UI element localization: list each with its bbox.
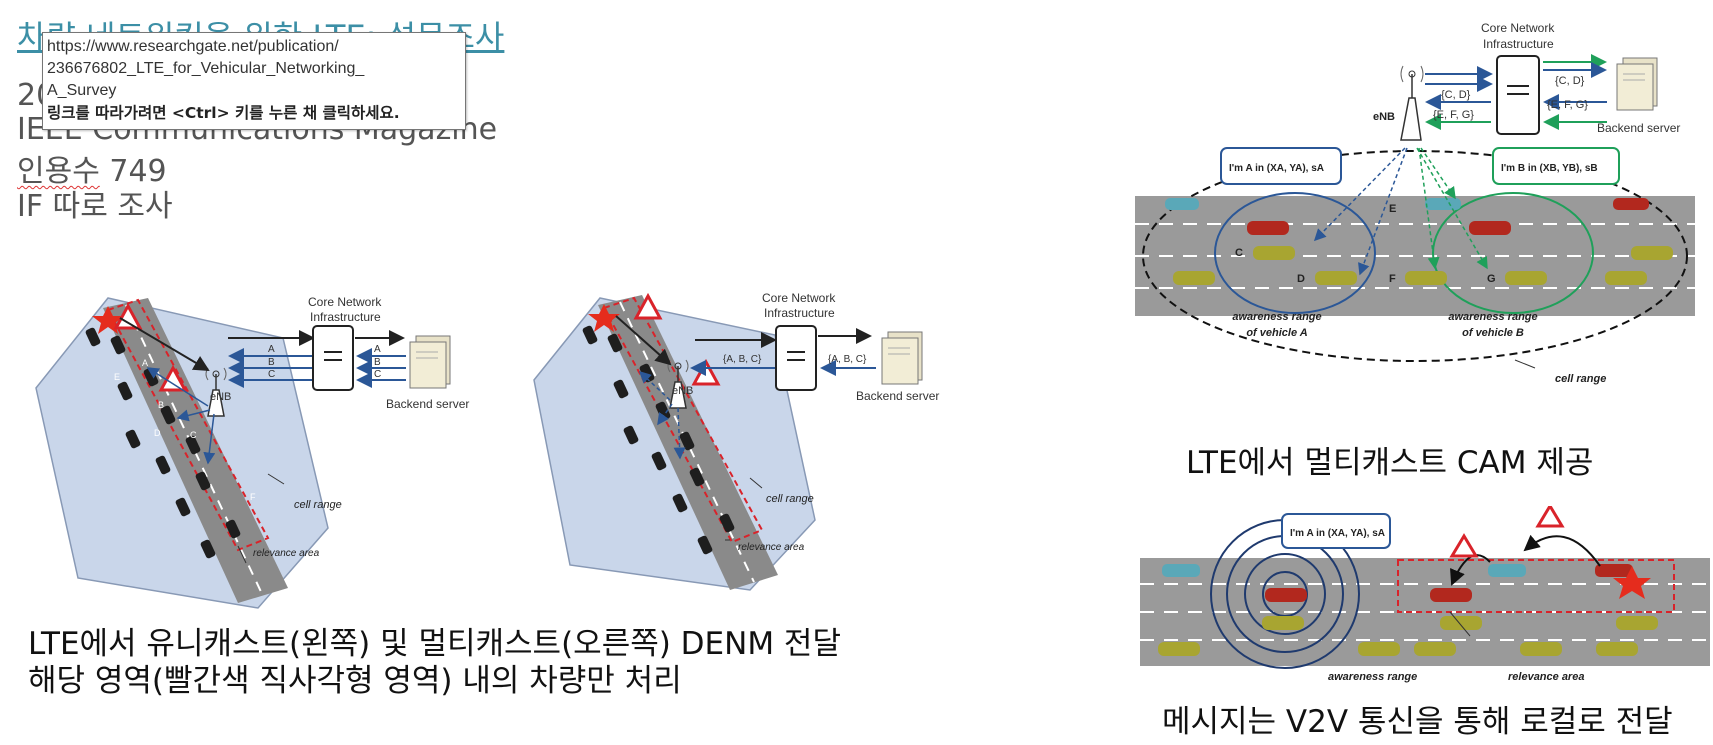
svg-text:C: C (374, 369, 381, 380)
link-tooltip: https://www.researchgate.net/publication… (42, 32, 466, 130)
svg-text:Backend server: Backend server (1597, 121, 1680, 135)
tooltip-url-line2: 236676802_LTE_for_Vehicular_Networking_ (47, 58, 461, 80)
core-network-label-2: Infrastructure (310, 310, 381, 324)
car-label: C (1235, 247, 1243, 259)
multicast-cam-diagram: C D E F G eNB {C, D} {E, F, G} Core Netw… (1135, 18, 1695, 390)
core-network-box (776, 326, 816, 390)
cell-range-label: cell range (294, 499, 342, 511)
core-network-label-1: Core Network (308, 295, 382, 309)
car-label: C (190, 430, 197, 440)
svg-text:Infrastructure: Infrastructure (764, 306, 835, 320)
svg-text:A: A (374, 344, 381, 355)
car-label: D (154, 428, 161, 438)
backend-server-icon (1617, 58, 1657, 110)
backend-server-icon (410, 336, 450, 388)
car-label: F (1389, 273, 1396, 285)
unicast-label: B (268, 357, 275, 368)
awareness-range-label: awareness range (1328, 671, 1417, 683)
svg-text:Core Network: Core Network (762, 291, 836, 305)
relevance-area-label: relevance area (253, 548, 320, 559)
car-label: G (1487, 273, 1496, 285)
caption-cam: LTE에서 멀티캐스트 CAM 제공 (1186, 437, 1593, 482)
car-label: E (1389, 203, 1396, 215)
caption-v2v: 메시지는 V2V 통신을 통해 로컬로 전달 (1162, 696, 1673, 741)
backend-server-label: Backend server (386, 397, 469, 411)
unicast-label: C (268, 369, 275, 380)
svg-text:{E, F, G}: {E, F, G} (1547, 99, 1588, 111)
svg-text:I'm A in (XA, YA), sA: I'm A in (XA, YA), sA (1229, 163, 1324, 174)
awareness-label-b: awareness range (1448, 311, 1537, 323)
warning-triangle-icon (1452, 536, 1476, 556)
svg-text:B: B (374, 357, 381, 368)
enb-label: eNB (210, 391, 231, 403)
tooltip-url-line1: https://www.researchgate.net/publication… (47, 36, 461, 58)
cam-set-efg: {E, F, G} (1433, 109, 1474, 121)
svg-text:cell range: cell range (1555, 373, 1606, 385)
multicast-label: {A, B, C} (723, 354, 762, 365)
svg-text:Core Network: Core Network (1481, 21, 1555, 35)
svg-text:I'm B in (XB, YB), sB: I'm B in (XB, YB), sB (1501, 163, 1598, 174)
car-label: F (250, 492, 256, 502)
car-label: E (114, 372, 120, 382)
svg-text:cell range: cell range (766, 493, 814, 505)
svg-text:of vehicle A: of vehicle A (1246, 327, 1307, 339)
svg-text:Backend server: Backend server (856, 389, 939, 403)
awareness-label-a: awareness range (1232, 311, 1321, 323)
core-network-box (313, 326, 353, 390)
cam-set-cd: {C, D} (1441, 89, 1471, 101)
enb-label: eNB (672, 385, 693, 397)
tooltip-url-line3: A_Survey (47, 80, 461, 102)
tooltip-ctrl-hint: 링크를 따라가려면 <Ctrl> 키를 누른 채 클릭하세요. (47, 102, 461, 124)
car-label: B (158, 400, 164, 410)
svg-text:Infrastructure: Infrastructure (1483, 37, 1554, 51)
unicast-label: A (268, 344, 275, 355)
svg-text:I'm A in (XA, YA), sA: I'm A in (XA, YA), sA (1290, 528, 1385, 539)
if-note: IF 따로 조사 (17, 181, 173, 225)
warning-triangle-icon (1538, 506, 1562, 526)
car-label: A (142, 358, 148, 368)
svg-text:{C, D}: {C, D} (1555, 75, 1585, 87)
svg-text:relevance area: relevance area (738, 542, 805, 553)
svg-text:of vehicle B: of vehicle B (1462, 327, 1524, 339)
svg-text:relevance area: relevance area (1508, 671, 1584, 683)
unicast-denm-diagram: A B C D E F eNB A B C Core Network Infra… (28, 288, 528, 618)
v2v-diagram: I'm A in (XA, YA), sA awareness range re… (1140, 506, 1710, 686)
enb-tower-icon (1401, 98, 1421, 140)
backend-server-icon (882, 332, 922, 384)
multicast-denm-diagram: eNB {A, B, C} Core Network Infrastructur… (530, 290, 1030, 610)
svg-text:eNB: eNB (1373, 111, 1395, 123)
caption-denm-line2: 해당 영역(빨간색 직사각형 영역) 내의 차량만 처리 (28, 655, 682, 700)
svg-text:{A, B, C}: {A, B, C} (828, 354, 867, 365)
car-label: D (1297, 273, 1305, 285)
